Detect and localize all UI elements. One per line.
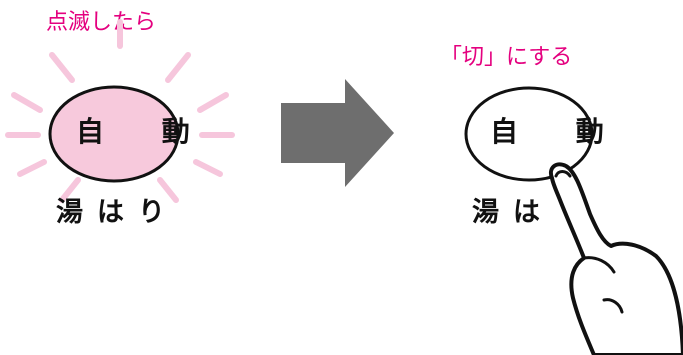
auto-button-off[interactable]: [464, 86, 594, 182]
auto-button-label-active: 自 動: [76, 115, 214, 148]
pointing-finger-icon: [549, 162, 683, 355]
flash-rays-icon: [5, 19, 235, 203]
after-sub-label: 湯は: [472, 197, 554, 228]
before-sub-label: 湯はり: [56, 197, 179, 228]
after-caption: 「切」にする: [440, 45, 573, 70]
before-caption: 点滅したら: [46, 10, 157, 35]
auto-button-label-off: 自 動: [490, 115, 628, 148]
right-arrow-icon: [281, 79, 394, 187]
auto-button-active[interactable]: [48, 85, 180, 183]
